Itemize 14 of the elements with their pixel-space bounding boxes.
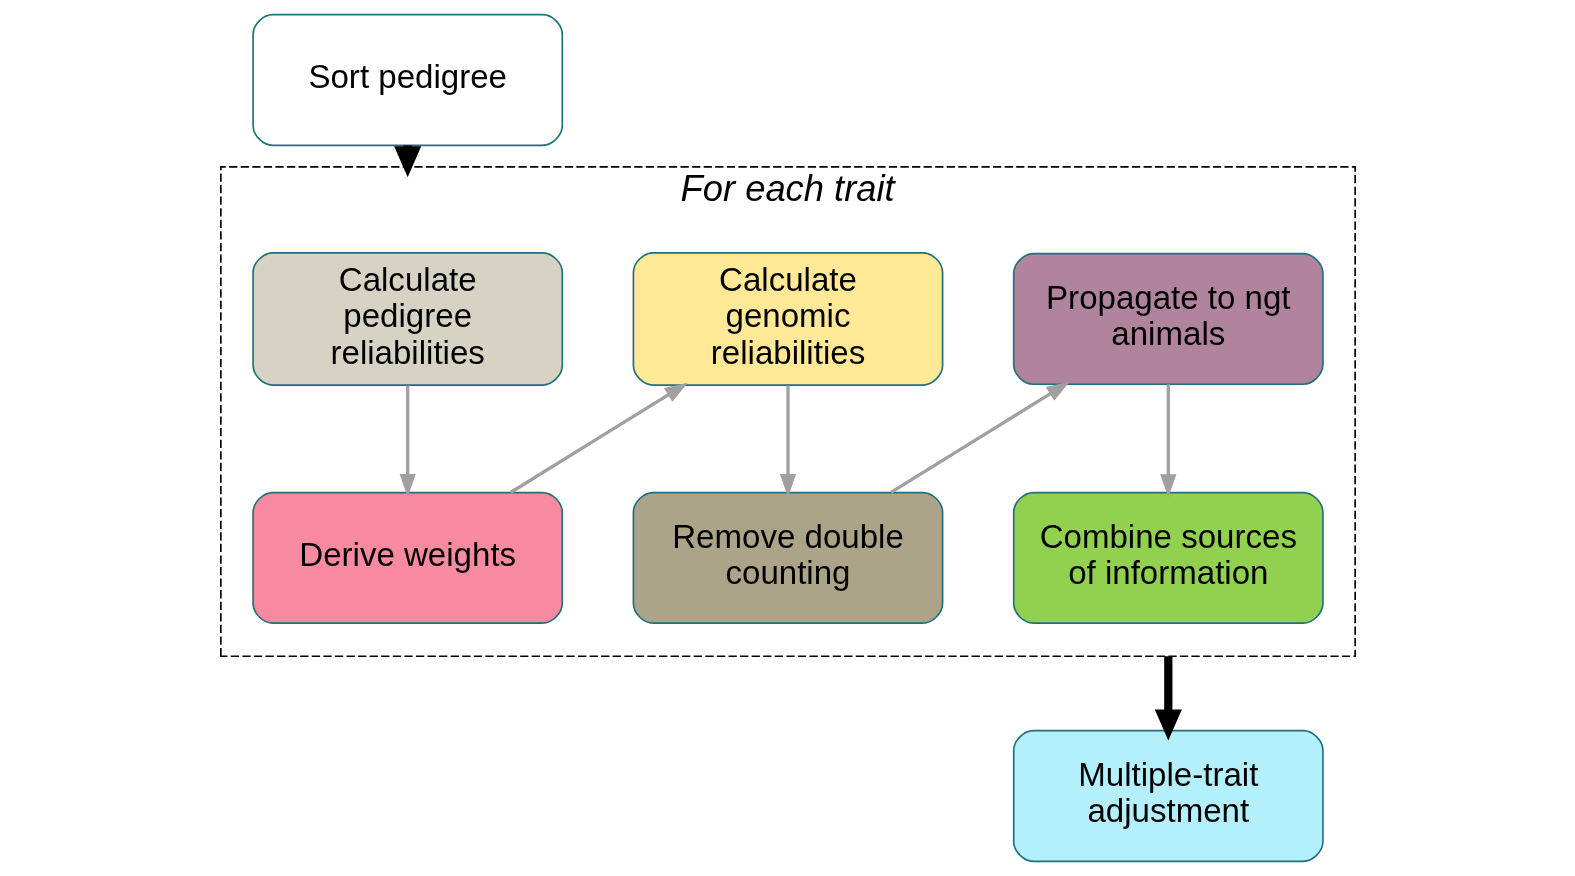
node-box: Sort pedigree (251, 13, 563, 147)
node-box: Multiple-trait adjustment (1012, 729, 1324, 863)
node-box: Calculate pedigree reliabilities (251, 252, 563, 386)
arrow (779, 385, 796, 498)
node-box: Propagate to ngt animals (1012, 252, 1324, 386)
arrow (509, 382, 688, 494)
arrow (1154, 656, 1182, 741)
arrow (889, 381, 1070, 494)
arrow (399, 385, 416, 498)
node-box: Remove double counting (632, 491, 943, 624)
node-box: Calculate genomic reliabilities (632, 252, 943, 386)
arrow (1159, 384, 1176, 498)
node-box: Combine sources of information (1012, 491, 1324, 624)
node-box: Derive weights (251, 491, 563, 624)
